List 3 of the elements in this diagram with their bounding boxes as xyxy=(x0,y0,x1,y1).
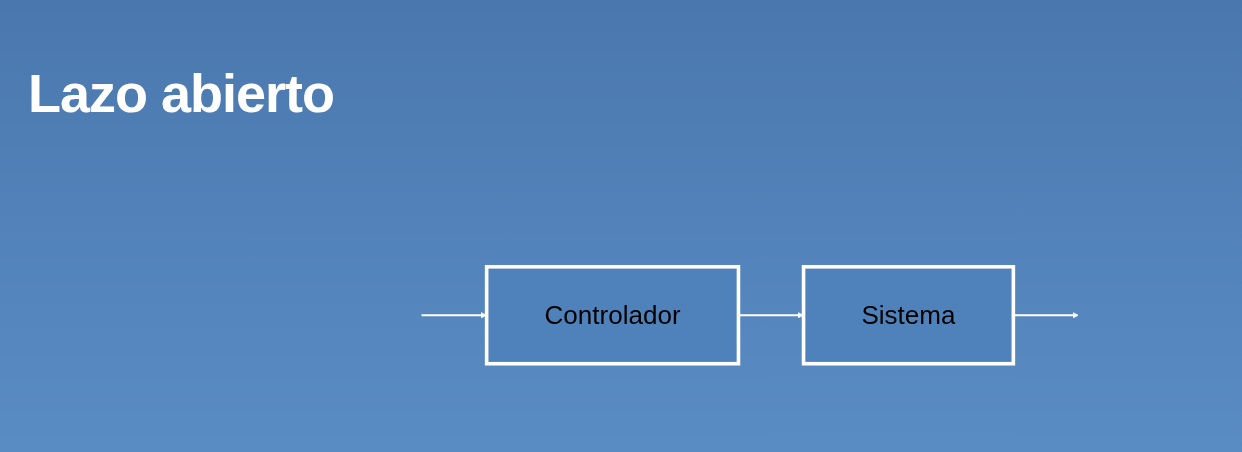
node-box: Controlador xyxy=(484,264,741,366)
title: Lazo abierto xyxy=(28,62,335,124)
node-box: Sistema xyxy=(801,264,1016,366)
